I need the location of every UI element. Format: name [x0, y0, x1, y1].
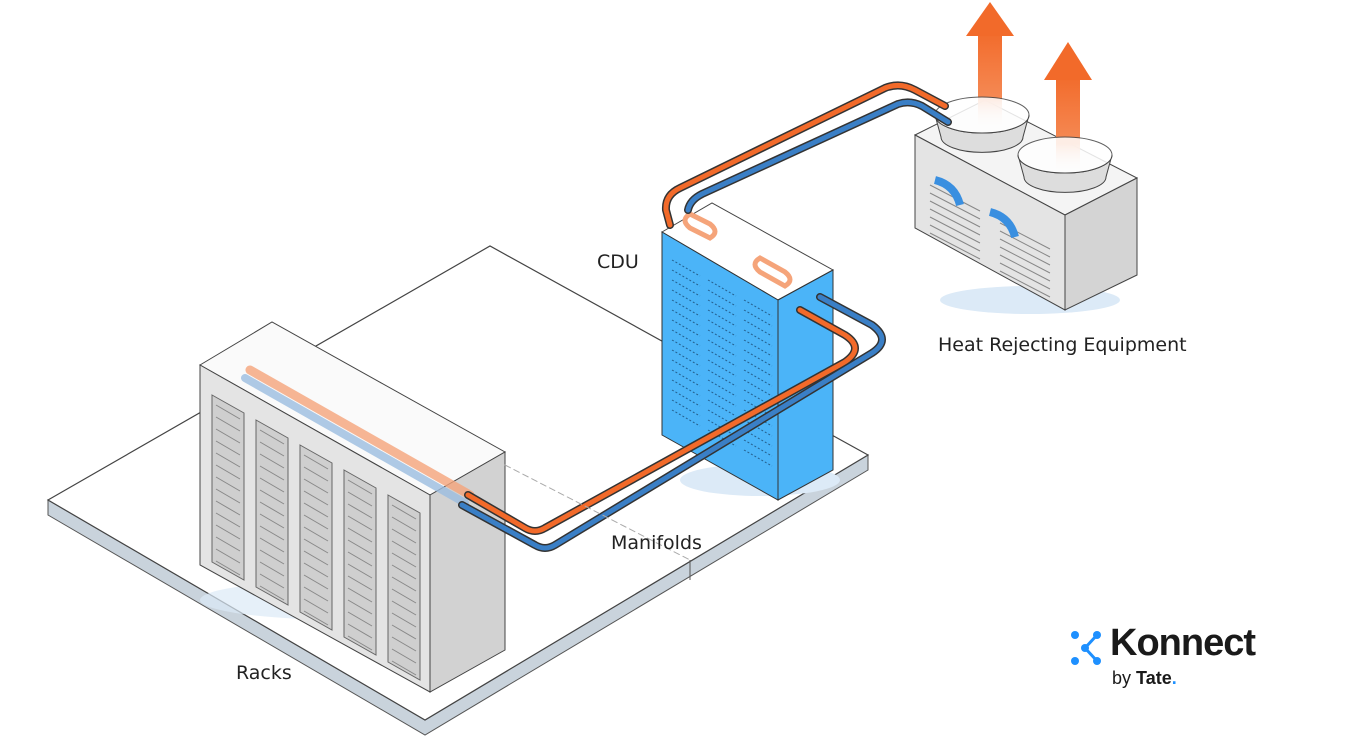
konnect-logo-icon: [1071, 631, 1101, 665]
rack-door: [343, 469, 377, 656]
logo-name: Konnect: [1110, 622, 1256, 664]
racks: [199, 321, 507, 693]
cdu-label: CDU: [597, 251, 639, 273]
logo-byline: by Tate.: [1112, 668, 1177, 688]
rack-door: [387, 494, 421, 681]
rack-door: [211, 394, 245, 581]
fan-icon: [1017, 136, 1113, 193]
heat-rejecting-unit: [913, 2, 1139, 314]
fan-icon: [934, 96, 1030, 153]
manifolds-label: Manifolds: [611, 532, 702, 554]
rack-door: [299, 444, 333, 631]
racks-label: Racks: [236, 662, 292, 684]
heat-rejecting-label: Heat Rejecting Equipment: [938, 334, 1187, 356]
pipes: [458, 81, 952, 561]
rack-door: [255, 419, 289, 606]
